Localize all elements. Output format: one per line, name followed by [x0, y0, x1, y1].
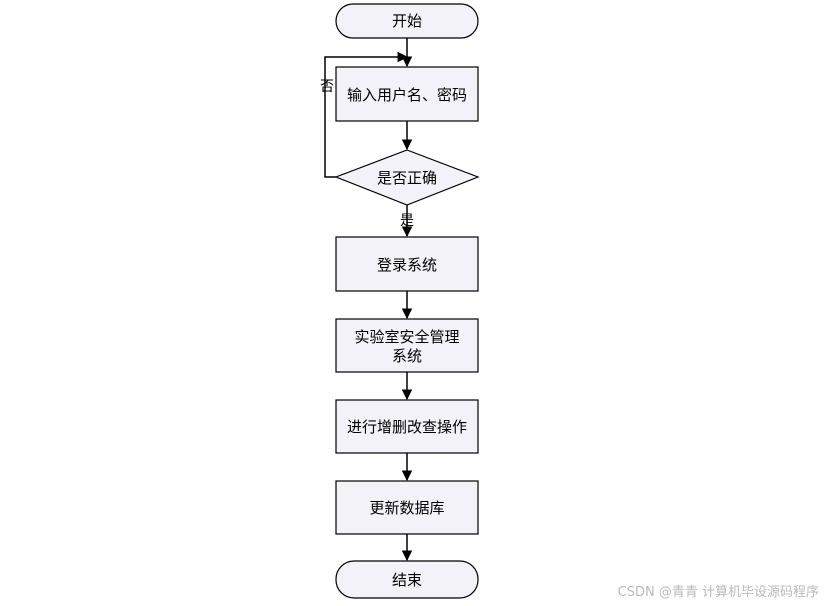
start-terminator [335, 3, 479, 39]
no-branch-label: 否 [320, 79, 334, 95]
update-db-process-box [335, 480, 479, 535]
decision-diamond [334, 149, 480, 206]
crud-label: 进行增删改查操作 [347, 418, 467, 436]
system-label-line2: 系统 [392, 347, 422, 365]
crud-process-box [335, 399, 479, 454]
input-label: 输入用户名、密码 [347, 86, 467, 104]
end-terminator [335, 560, 479, 599]
login-label: 登录系统 [377, 256, 437, 274]
yes-branch-label: 是 [400, 213, 414, 229]
watermark: CSDN @青青 计算机毕设源码程序 [617, 585, 819, 600]
end-label: 结束 [392, 571, 422, 589]
system-label-line1: 实验室安全管理 [354, 328, 459, 346]
system-process-box [335, 318, 479, 373]
connector-no-loop [324, 51, 409, 178]
input-process-box [335, 66, 479, 122]
update-db-label: 更新数据库 [369, 499, 444, 517]
login-process-box [335, 236, 479, 292]
start-label: 开始 [392, 12, 422, 30]
decision-label: 是否正确 [377, 169, 437, 187]
